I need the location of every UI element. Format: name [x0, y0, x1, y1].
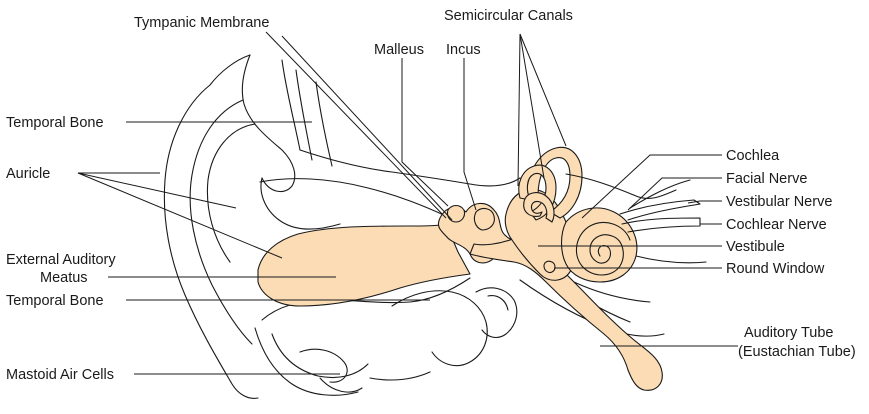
label-cochlea: Cochlea: [726, 148, 780, 164]
label-vestibule: Vestibule: [726, 239, 785, 255]
auricle-inner-fold: [190, 100, 252, 344]
leader-vestibular-nerve: [688, 201, 722, 203]
label-tympanic-membrane: Tympanic Membrane: [134, 15, 269, 31]
leader-tympanic-membrane-2: [282, 36, 452, 220]
label-facial-nerve: Facial Nerve: [726, 171, 807, 187]
label-incus: Incus: [446, 42, 481, 58]
canal-upper-skin: [260, 179, 446, 216]
external-auditory-canal: [258, 224, 470, 306]
leader-tympanic-membrane-1: [266, 32, 446, 218]
helix-crus: [242, 55, 294, 192]
label-auditory-tube-line1: Auditory Tube: [744, 325, 833, 341]
label-round-window: Round Window: [726, 261, 825, 277]
labels: Tympanic Membrane Semicircular Canals Ma…: [6, 8, 856, 383]
lower-base-lines: [370, 270, 664, 380]
leader-semicircular-canal-1: [518, 34, 520, 186]
ear-illustration: [164, 55, 706, 398]
leader-malleus: [402, 58, 448, 206]
label-mastoid-air-cells: Mastoid Air Cells: [6, 367, 114, 383]
leader-semicircular-canal-3: [520, 34, 566, 146]
label-auricle: Auricle: [6, 166, 50, 182]
malleus-head: [447, 206, 464, 223]
concha-curve: [261, 178, 340, 229]
label-temporal-bone-bottom: Temporal Bone: [6, 293, 104, 309]
ear-skin-upper: [282, 60, 332, 166]
leader-auricle-3: [78, 173, 282, 258]
label-cochlear-nerve: Cochlear Nerve: [726, 217, 827, 233]
mastoid-outline: [255, 328, 368, 395]
label-auditory-tube-line2: (Eustachian Tube): [738, 344, 856, 360]
label-external-auditory-meatus-line2: Meatus: [40, 270, 88, 286]
cochlea-body: [562, 208, 637, 282]
auricle-outline: [164, 55, 258, 398]
incus-body: [474, 209, 494, 230]
leader-incus: [464, 58, 476, 210]
leader-semicircular-canal-2: [520, 34, 544, 178]
leader-auricle-2: [78, 173, 236, 208]
mastoid-cells: [300, 349, 362, 392]
label-malleus: Malleus: [374, 42, 424, 58]
label-temporal-bone-top: Temporal Bone: [6, 115, 104, 131]
antihelix-fold: [207, 124, 255, 262]
label-semicircular-canals: Semicircular Canals: [444, 8, 573, 24]
leader-facial-nerve: [628, 178, 722, 210]
label-vestibular-nerve: Vestibular Nerve: [726, 194, 832, 210]
label-external-auditory-meatus-line1: External Auditory: [6, 252, 116, 268]
